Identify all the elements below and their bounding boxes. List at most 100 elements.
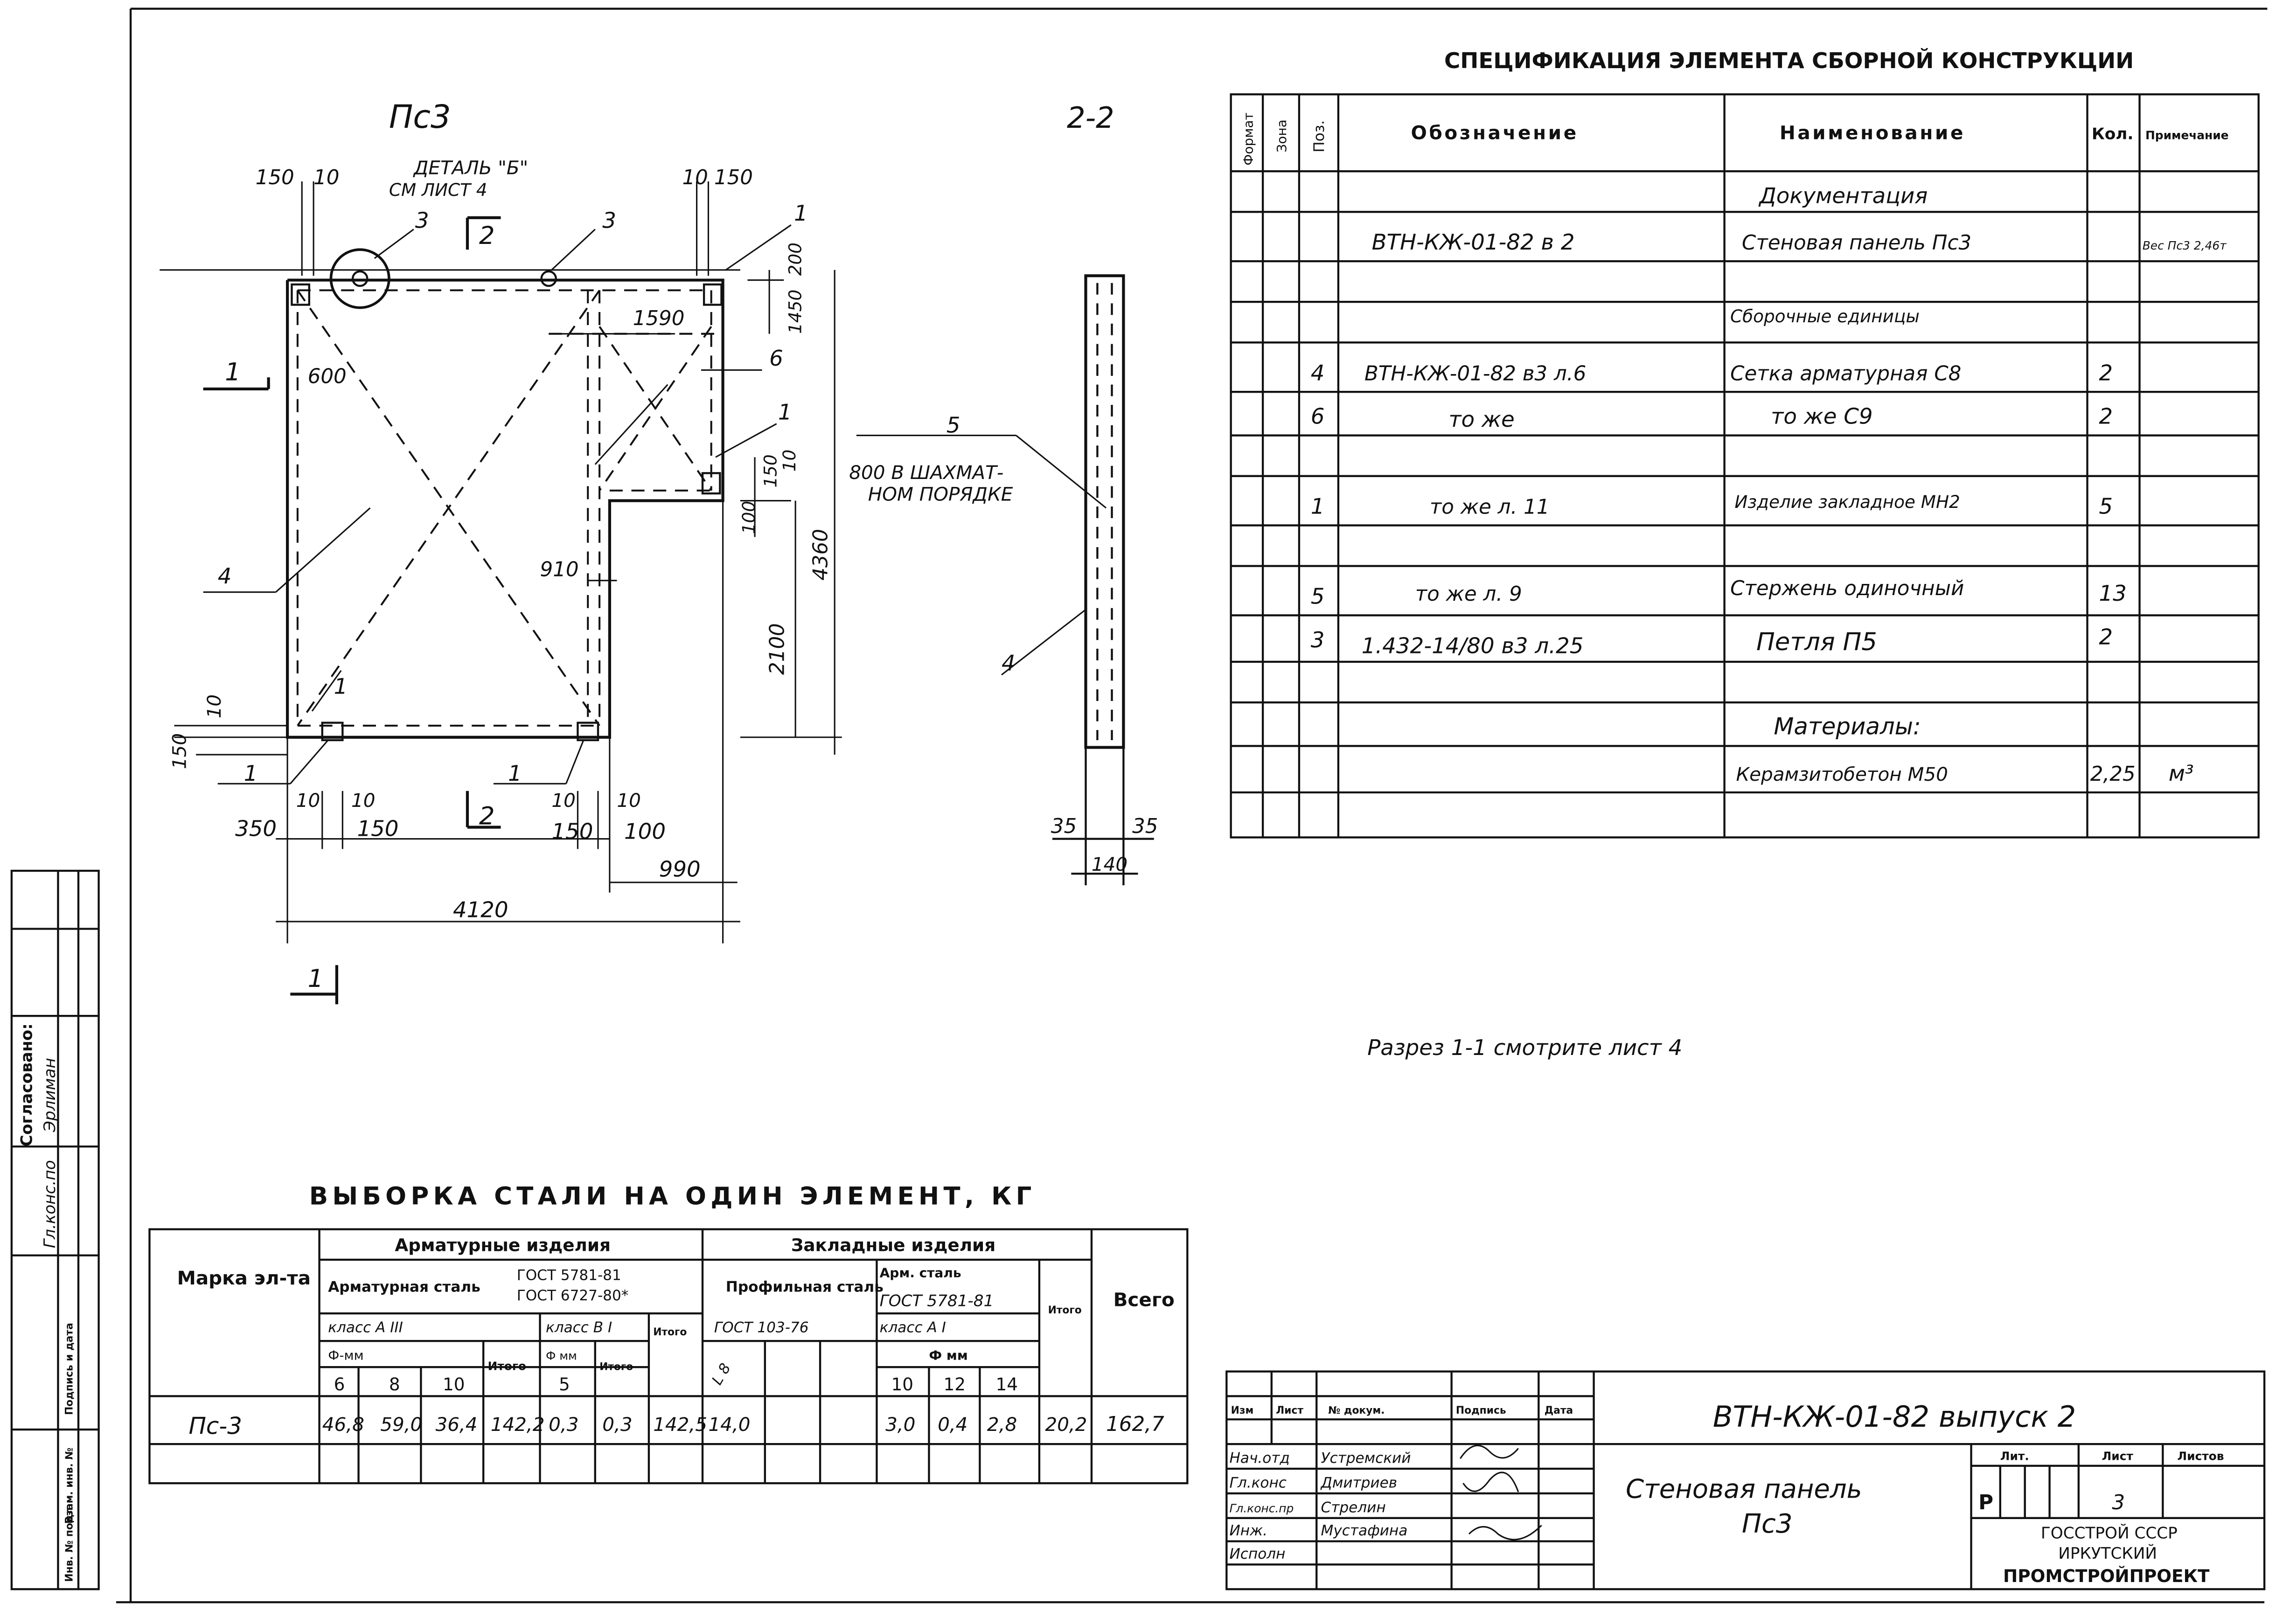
spec-row-4-name: Сборочные единицы (1730, 306, 1920, 326)
spec-row-14-name: Керамзитобетон М50 (1736, 763, 1948, 785)
steel-v8: 59,0 (380, 1413, 422, 1436)
steel-h-itogo-4: Итого (1048, 1305, 1082, 1316)
stamp-h-sheet: Лист (2102, 1449, 2134, 1463)
detail-ref: СМ ЛИСТ 4 (389, 180, 487, 200)
spec-row-2-note: Вес Пс3 2,46т (2143, 239, 2227, 252)
callout-6: 6 (769, 346, 783, 371)
steel-h-itogo-1: Итого (488, 1359, 526, 1373)
dim-10-left: 10 (203, 694, 225, 718)
spec-row-11-qty: 2 (2099, 625, 2113, 650)
steel-v5: 0,3 (549, 1413, 578, 1436)
spec-row-8-desig: то же л. 11 (1430, 496, 1550, 519)
callout-3-left: 3 (415, 208, 429, 234)
stamp-role-4: Инж. (1230, 1522, 1268, 1539)
section-2-2 (1052, 274, 1154, 886)
detail-label: ДЕТАЛЬ "Б" (413, 156, 528, 179)
stamp-name-2: Пс3 (1742, 1509, 1793, 1539)
spec-h-zone: Зона (1274, 119, 1289, 153)
steel-h-dia: Ф-мм (328, 1348, 363, 1363)
steel-h-profile: Профильная сталь (726, 1278, 884, 1295)
callout-1-mid: 1 (334, 674, 348, 699)
steel-a12: 0,4 (938, 1413, 967, 1436)
spec-h-qty: Кол. (2092, 125, 2134, 144)
section-2-top: 2 (479, 222, 495, 250)
steel-itogo1: 142,2 (491, 1413, 545, 1436)
stamp-role-1: Нач.отд (1230, 1450, 1290, 1467)
stamp-sheet: 3 (2112, 1491, 2125, 1514)
side-f3: Взам. инв. № (64, 1448, 76, 1524)
stamp-org-2: ИРКУТСКИЙ (2058, 1544, 2157, 1563)
stamp-h-date: Дата (1545, 1405, 1573, 1416)
section-markers (203, 216, 501, 1005)
dim-150-bottom-2: 150 (551, 819, 593, 845)
section-1-top: 1 (225, 358, 241, 386)
spec-row-14-qty: 2,25 (2090, 763, 2136, 786)
spec-row-6-name: то же С9 (1771, 404, 1872, 430)
stagger-note-2: НОМ ПОРЯДКЕ (868, 483, 1013, 506)
callout-1-bm: 1 (508, 761, 522, 786)
steel-h-l8: L 8 (709, 1360, 734, 1388)
spec-row-1-name: Документация (1758, 184, 1928, 209)
stamp-lit: Р (1978, 1491, 1993, 1514)
dim-350: 350 (235, 816, 277, 841)
steel-total: 162,7 (1106, 1413, 1164, 1436)
side-f2: Подпись и дата (64, 1323, 76, 1415)
dimension-lines (160, 181, 842, 944)
steel-h-class-b1: класс В I (546, 1319, 612, 1336)
steel-a14: 2,8 (987, 1413, 1017, 1436)
steel-h-rebar-steel: Арматурная сталь (328, 1278, 480, 1295)
dim-150-top-right: 150 (714, 166, 753, 189)
spec-row-13-name: Материалы: (1774, 713, 1921, 740)
spec-title: СПЕЦИФИКАЦИЯ ЭЛЕМЕНТА СБОРНОЙ КОНСТРУКЦИ… (1444, 48, 2134, 74)
section-title: 2-2 (1067, 101, 1114, 135)
dim-10-b2: 10 (351, 789, 375, 812)
steel-h-gost3: ГОСТ 5781-81 (880, 1292, 994, 1311)
drawing-labels: Пс3 2-2 ДЕТАЛЬ "Б" СМ ЛИСТ 4 800 В ШАХМА… (168, 98, 1682, 1061)
stamp-name-row-4: Мустафина (1321, 1522, 1408, 1539)
side-agreed-role: Гл.конс.по (41, 1160, 59, 1248)
side-strip-text: Согласовано: Гл.конс.по Эрлиман Инв. № п… (17, 1023, 75, 1582)
steel-table-grid (148, 1228, 1189, 1485)
dim-10-top-right: 10 (682, 166, 708, 189)
spec-row-5-qty: 2 (2099, 361, 2113, 386)
steel-v6: 46,8 (322, 1413, 364, 1436)
signatures (1459, 1444, 1542, 1541)
stamp-h-sheets: Листов (2177, 1449, 2224, 1463)
steel-table: ВЫБОРКА СТАЛИ НА ОДИН ЭЛЕМЕНТ, КГ Марка … (177, 1182, 1175, 1440)
stamp-name-1: Стеновая панель (1626, 1474, 1862, 1504)
spec-row-6-desig: то же (1448, 407, 1514, 432)
stamp-h-list: Лист (1276, 1405, 1303, 1416)
dim-35-right: 35 (1132, 815, 1158, 838)
steel-h-embed-group: Закладные изделия (791, 1235, 995, 1255)
section-note: Разрез 1-1 смотрите лист 4 (1367, 1035, 1682, 1061)
steel-itogo2: 0,3 (602, 1413, 632, 1436)
steel-h-total: Всего (1114, 1289, 1175, 1311)
dim-35-left: 35 (1051, 815, 1077, 838)
steel-title: ВЫБОРКА СТАЛИ НА ОДИН ЭЛЕМЕНТ, КГ (309, 1182, 1036, 1211)
steel-h-dia2: Ф мм (546, 1349, 577, 1363)
spec-row-11-desig: 1.432-14/80 в3 л.25 (1362, 633, 1584, 659)
spec-row-11-poz: 3 (1311, 628, 1325, 653)
dim-10-b1: 10 (296, 789, 320, 812)
spec-row-2-desig: ВТН-КЖ-01-82 в 2 (1371, 230, 1574, 255)
dim-10-top-left: 10 (313, 166, 339, 189)
spec-row-6-qty: 2 (2099, 404, 2113, 430)
spec-row-5-poz: 4 (1311, 361, 1325, 386)
steel-h-a12: 12 (944, 1374, 966, 1395)
spec-h-note: Примечание (2145, 129, 2229, 142)
steel-h-d5: 5 (559, 1374, 570, 1395)
steel-h-d6: 6 (334, 1374, 345, 1395)
side-f1: Инв. № подл. (64, 1503, 76, 1582)
callout-3-right: 3 (602, 208, 616, 234)
dim-990: 990 (659, 857, 701, 882)
dim-600: 600 (308, 365, 347, 388)
dim-4360: 4360 (809, 529, 833, 581)
side-strip (10, 869, 100, 1590)
steel-v10: 36,4 (435, 1413, 477, 1436)
spec-row-14-note: м³ (2169, 761, 2194, 786)
dim-1590: 1590 (633, 307, 685, 330)
steel-h-class-a1: класс А I (880, 1319, 946, 1336)
steel-h-class-a3: класс А III (328, 1319, 403, 1336)
panel-outline (285, 278, 724, 739)
